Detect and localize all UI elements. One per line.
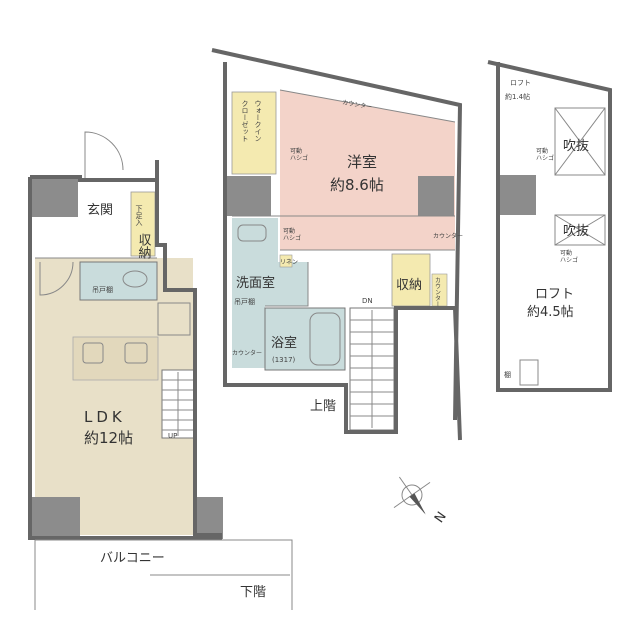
ladder-label: 可動: [536, 147, 548, 155]
ladder-label: 可動: [290, 147, 302, 155]
column: [30, 497, 80, 539]
ldk-size: 約12帖: [84, 429, 133, 447]
linen-storage: [279, 254, 293, 268]
western-room-size: 約8.6帖: [330, 176, 384, 194]
ladder-label: ハシゴ: [283, 234, 301, 242]
loft-large-size: 約4.5帖: [527, 305, 574, 320]
ladder-label: ハシゴ: [536, 154, 554, 162]
sink-icon: [124, 342, 148, 364]
balcony-label: バルコニー: [100, 551, 165, 566]
upper-floor-label: 上階: [310, 399, 336, 414]
bath-size-label: (1317): [272, 356, 296, 364]
middle-inner-lines: [232, 89, 456, 307]
shelf-box: [519, 359, 539, 386]
kitchen-counter: [72, 336, 159, 381]
bathroom-area: [264, 307, 346, 371]
shoe-storage: [130, 191, 156, 257]
counter-storage-label: カウンター: [434, 277, 441, 307]
lower-unit: 玄関 下足入 収納 吊戸棚 LDK 約12帖 UP バルコニー 下階: [28, 131, 293, 610]
storage-label: 収納: [136, 233, 152, 260]
void-2-label: 吹抜: [563, 223, 589, 239]
ladder-label: 可動: [283, 227, 295, 235]
column: [500, 175, 536, 215]
walk-in-closet-label-2: クローゼット: [241, 100, 249, 142]
middle-unit: カウンター ウォークイン クローゼット 可動 ハシゴ 可動 ハシゴ 洋室 約8.…: [211, 48, 463, 441]
counter-wash-label: カウンター: [232, 349, 262, 357]
ldk-door: [39, 261, 74, 296]
hanging-shelf-label: 吊戸棚: [92, 285, 113, 294]
compass: [393, 476, 431, 515]
hanging-shelf-label: 吊戸棚: [234, 297, 255, 306]
lower-walls: [28, 160, 222, 540]
washbasin-icon: [237, 224, 267, 242]
column: [30, 177, 78, 217]
ladder-label: ハシゴ: [560, 256, 578, 264]
balcony-outline: [34, 539, 293, 610]
void-cross: [554, 107, 606, 176]
ladder-label: ハシゴ: [290, 154, 308, 162]
loft-small-name: ロフト: [510, 79, 531, 87]
loft-small-size: 約1.4帖: [505, 92, 530, 101]
ldk-name: LDK: [84, 408, 126, 426]
walk-in-closet: [231, 91, 277, 175]
counter-right-label: カウンター: [433, 232, 463, 240]
toilet-bowl-icon: [122, 270, 148, 288]
stairs-up: [161, 369, 196, 439]
fridge-space: [157, 302, 191, 336]
loft-unit: ロフト 約1.4帖 吹抜 吹抜 可動 ハシゴ 可動 ハシゴ ロフト 約4.5帖 …: [487, 60, 612, 392]
entrance-label: 玄関: [87, 203, 113, 218]
stairs-down: [349, 307, 395, 431]
loft-walls: [487, 60, 612, 392]
middle-walls: [211, 48, 463, 441]
column: [418, 176, 454, 216]
storage-label: 収納: [396, 278, 422, 293]
stairs-up-label: UP: [168, 432, 177, 440]
column: [225, 176, 271, 216]
western-room-area: [280, 90, 455, 250]
western-room-name: 洋室: [347, 153, 377, 171]
void-1-label: 吹抜: [563, 138, 589, 154]
shelf-label: 棚: [504, 370, 511, 379]
washroom-label: 洗面室: [236, 275, 275, 291]
bathroom-label: 浴室: [271, 335, 297, 351]
bathtub-icon: [309, 312, 341, 366]
stairs-down-label: DN: [362, 297, 373, 305]
toilet: [79, 261, 158, 301]
void-cross: [554, 214, 606, 246]
loft-large-name: ロフト: [535, 287, 574, 302]
storage-area: [391, 253, 431, 307]
ladder-label: 可動: [560, 249, 572, 257]
washroom-area: [232, 218, 308, 368]
north-arrow-icon: [409, 493, 426, 515]
north-label: N: [432, 509, 450, 526]
shoe-storage-label: 下足入: [135, 205, 143, 226]
linen-label: リネン: [280, 259, 298, 266]
walk-in-closet-label-1: ウォークイン: [254, 100, 262, 142]
stove-icon: [82, 342, 104, 364]
column: [193, 497, 223, 539]
entry-door: [84, 131, 124, 180]
lower-floor-label: 下階: [240, 585, 266, 600]
